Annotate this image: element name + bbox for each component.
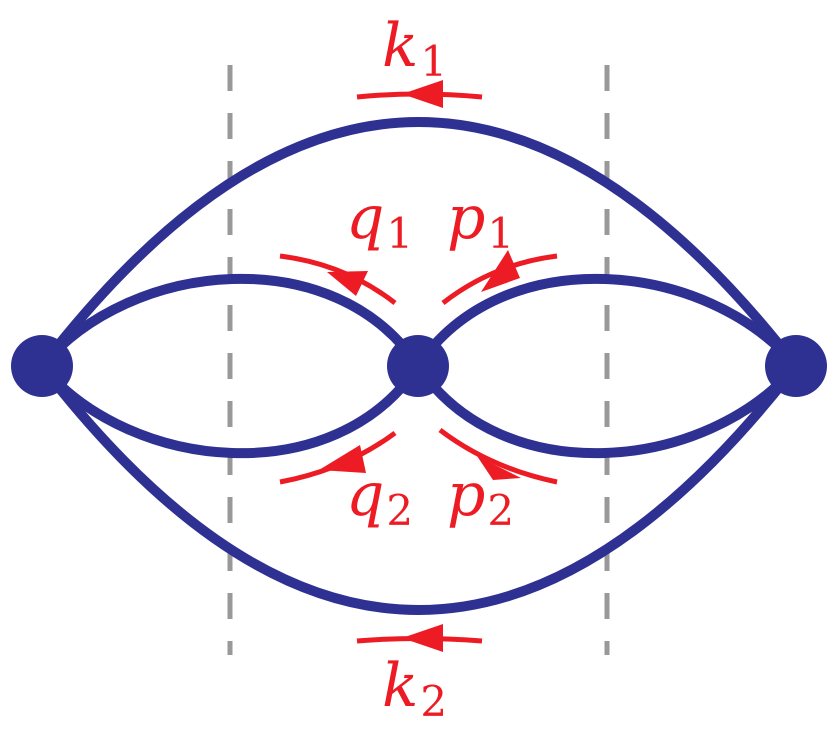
vertex-left [11,335,73,397]
left-loop-propagator-bottom [37,361,423,459]
left-loop-propagator-top [37,273,423,371]
label-k2: k2 [382,651,447,726]
right-loop-propagator-bottom [413,361,801,459]
outer-propagator-top [37,117,801,371]
outer-propagator-bottom [37,361,801,615]
momentum-arrow-k1 [356,80,483,108]
label-k1: k1 [382,11,447,86]
momentum-arrow-p2 [438,428,558,485]
label-p2: p2 [447,460,514,535]
momentum-arrow-p1 [441,250,558,305]
label-q2: q2 [346,460,413,535]
right-loop-propagator-top [413,273,801,371]
momentum-arrow-q2 [279,430,397,485]
label-p1: p1 [447,183,514,258]
momentum-arrow-q1 [279,253,397,305]
label-q1: q1 [346,183,413,258]
momentum-arrow-k2 [356,624,483,652]
vertex-right [765,335,827,397]
vertex-center [387,335,449,397]
